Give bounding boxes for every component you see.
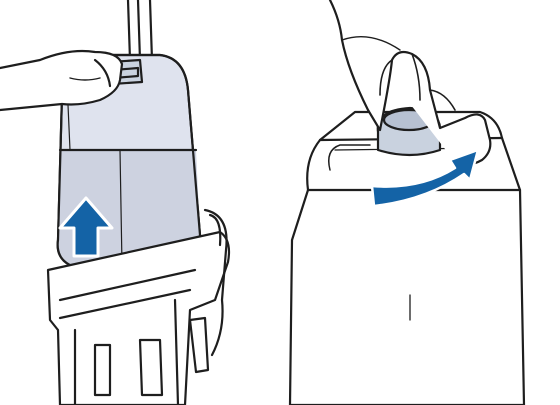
curved-arrow-right-icon [370, 148, 480, 208]
remove-tank-illustration [0, 0, 231, 405]
tank-rim [328, 144, 371, 171]
panel-remove-tank [0, 0, 231, 405]
handle-pole [126, 0, 154, 62]
water-tank-body [288, 110, 526, 405]
arrow-up-icon [58, 196, 114, 258]
twist-cap-illustration [288, 0, 526, 405]
panel-twist-cap [280, 0, 560, 405]
hand-left [0, 49, 124, 112]
vacuum-base [46, 230, 231, 405]
cord-hook [203, 208, 228, 357]
